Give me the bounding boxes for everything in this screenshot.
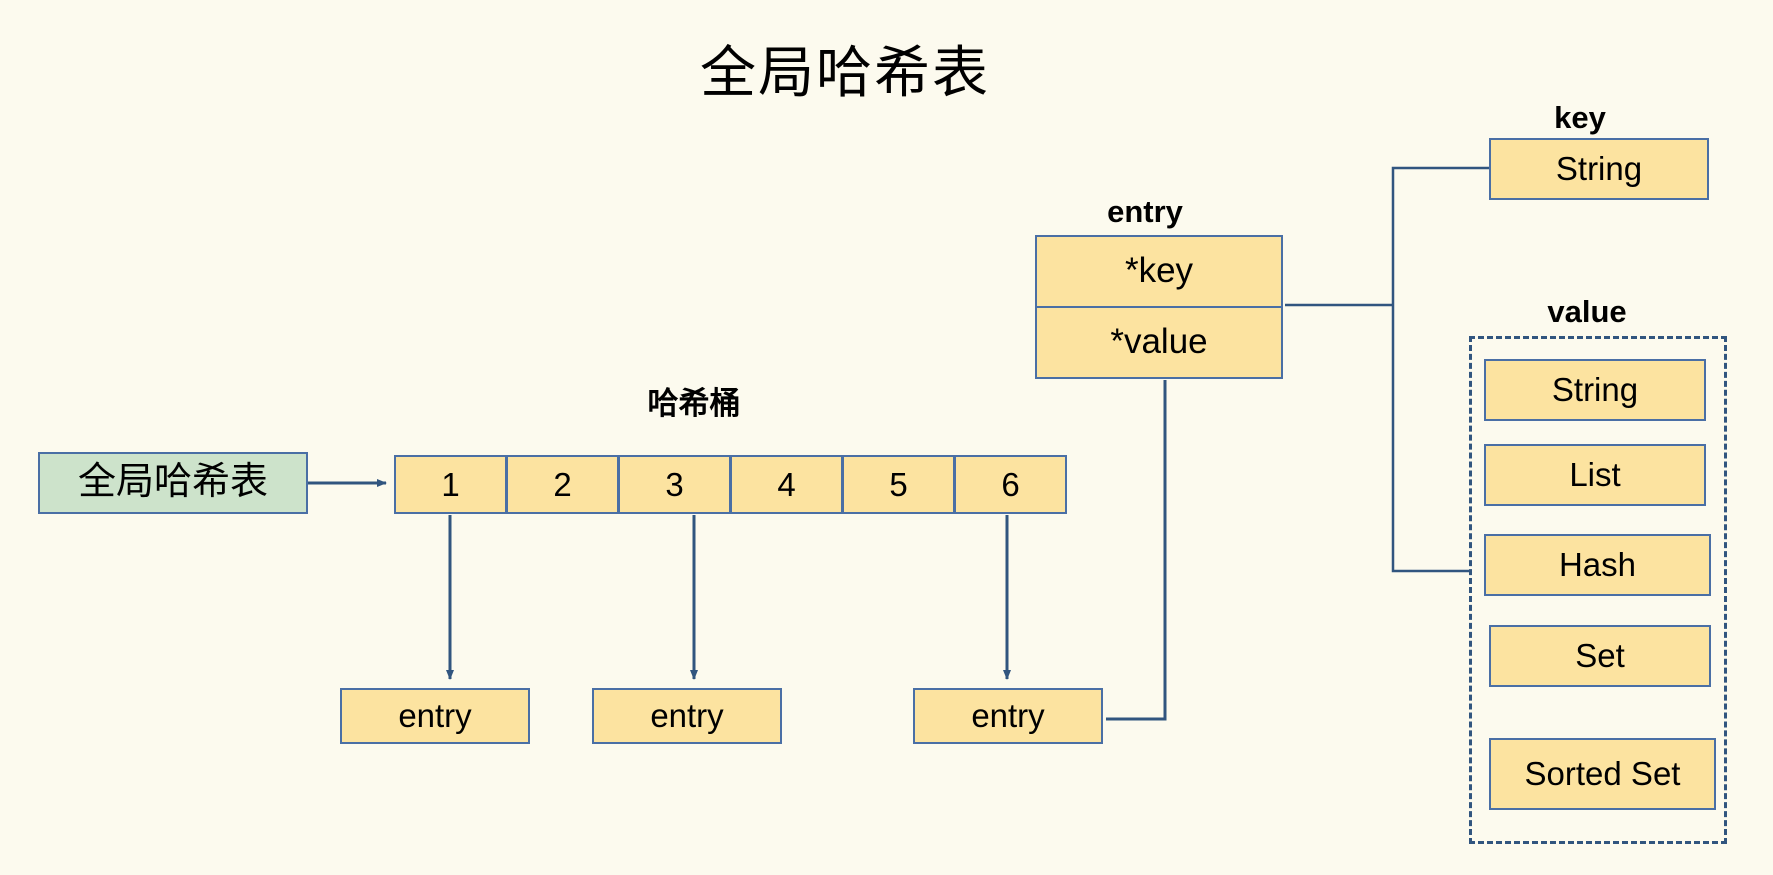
entry-field-key[interactable]: *key xyxy=(1035,235,1283,308)
page-title: 全局哈希表 xyxy=(700,41,990,104)
hash-bucket-label: 哈希桶 xyxy=(647,386,741,421)
value-group-container xyxy=(1469,336,1727,844)
hash-bucket-array: 1 2 3 4 5 6 xyxy=(394,455,1067,514)
value-type-set[interactable]: Set xyxy=(1489,625,1711,687)
edge-trunk-to-key xyxy=(1391,166,1489,305)
value-type-hash-label: Hash xyxy=(1558,545,1637,583)
entry-node-2[interactable]: entry xyxy=(592,688,782,744)
bucket-cell-5[interactable]: 5 xyxy=(842,455,955,514)
value-type-hash[interactable]: Hash xyxy=(1484,534,1711,596)
entry-field-key-label: *key xyxy=(1124,251,1194,291)
entry-node-3[interactable]: entry xyxy=(913,688,1103,744)
value-type-set-label: Set xyxy=(1575,636,1625,674)
value-type-string-label: String xyxy=(1551,370,1639,408)
entry-detail-box: *key *value xyxy=(1035,235,1283,380)
key-type-string-label: String xyxy=(1555,149,1643,187)
bucket-cell-1[interactable]: 1 xyxy=(394,455,507,514)
bucket-cell-6[interactable]: 6 xyxy=(954,455,1067,514)
entry-node-1[interactable]: entry xyxy=(340,688,530,744)
key-type-string[interactable]: String xyxy=(1489,138,1709,200)
root-node-global-hash-table[interactable]: 全局哈希表 xyxy=(38,452,308,514)
value-type-list[interactable]: List xyxy=(1484,444,1706,506)
entry-field-value[interactable]: *value xyxy=(1035,306,1283,379)
bucket-cell-4[interactable]: 4 xyxy=(730,455,843,514)
bucket-cell-2[interactable]: 2 xyxy=(506,455,619,514)
bucket-cell-3[interactable]: 3 xyxy=(618,455,731,514)
key-group-label: key xyxy=(1554,100,1606,135)
entry-node-1-label: entry xyxy=(398,696,472,734)
value-group-label: value xyxy=(1547,294,1627,329)
entry-node-3-label: entry xyxy=(971,696,1045,734)
edge-trunk-to-value xyxy=(1391,305,1469,573)
entry-field-value-label: *value xyxy=(1110,322,1208,362)
value-type-sorted-set-label: Sorted Set xyxy=(1524,754,1681,792)
entry-detail-label: entry xyxy=(1107,194,1183,229)
value-type-string[interactable]: String xyxy=(1484,359,1706,421)
entry-node-2-label: entry xyxy=(650,696,724,734)
value-type-list-label: List xyxy=(1569,455,1621,493)
value-type-sorted-set[interactable]: Sorted Set xyxy=(1489,738,1716,810)
edge-entry3-to-entry-detail xyxy=(1106,380,1167,721)
root-node-label: 全局哈希表 xyxy=(77,461,268,504)
